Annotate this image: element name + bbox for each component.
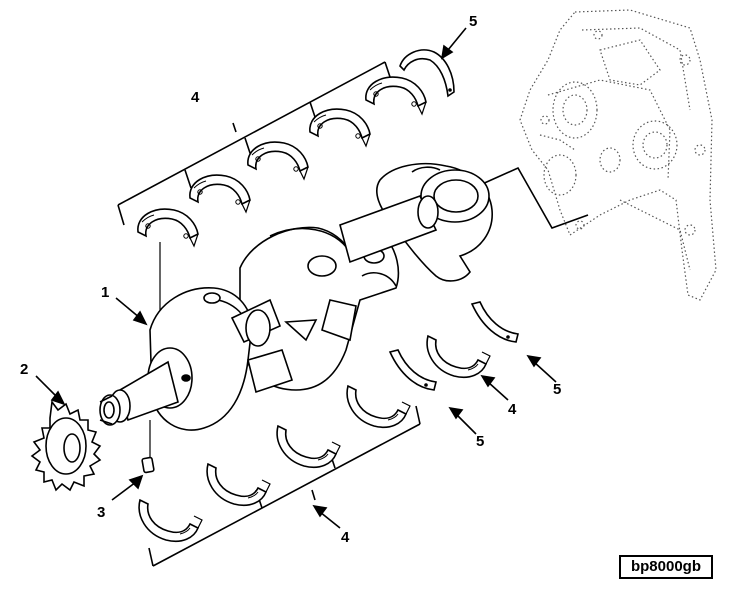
- callout-5-right: 5: [553, 381, 561, 398]
- upper-bearing-shell: [137, 208, 199, 247]
- callout-4-upper: 4: [191, 89, 200, 106]
- callout-3: 3: [97, 504, 105, 521]
- upper-bearing-shell: [365, 76, 427, 115]
- callout-4-lower: 4: [341, 529, 350, 546]
- upper-bearing-shell: [247, 141, 309, 180]
- lower-bearing-shell: [346, 385, 411, 429]
- figure-code-label: bp8000gb: [619, 555, 713, 579]
- woodruff-key: [141, 456, 155, 474]
- upper-bearing-shell: [189, 174, 251, 213]
- callout-1: 1: [101, 284, 109, 301]
- upper-bearing-shell: [309, 108, 371, 147]
- callout-4-right: 4: [508, 401, 517, 418]
- lower-thrust-washer: [471, 301, 519, 343]
- lower-bearing-shell: [138, 499, 203, 543]
- callout-2: 2: [20, 361, 28, 378]
- lower-bearing-shell: [206, 463, 271, 507]
- lower-bearing-shell: [426, 335, 491, 379]
- crankshaft: [99, 162, 493, 431]
- callout-5-top: 5: [469, 13, 477, 30]
- upper-bearing-bracket: [117, 61, 392, 226]
- callout-arrows: [35, 27, 557, 529]
- block-reference-line: [479, 166, 589, 229]
- lower-bearing-shell: [276, 425, 341, 469]
- upper-thrust-washer: [399, 49, 455, 98]
- engine-block-outline: [519, 9, 717, 301]
- timing-gear: [30, 399, 102, 492]
- callout-5-mid: 5: [476, 433, 484, 450]
